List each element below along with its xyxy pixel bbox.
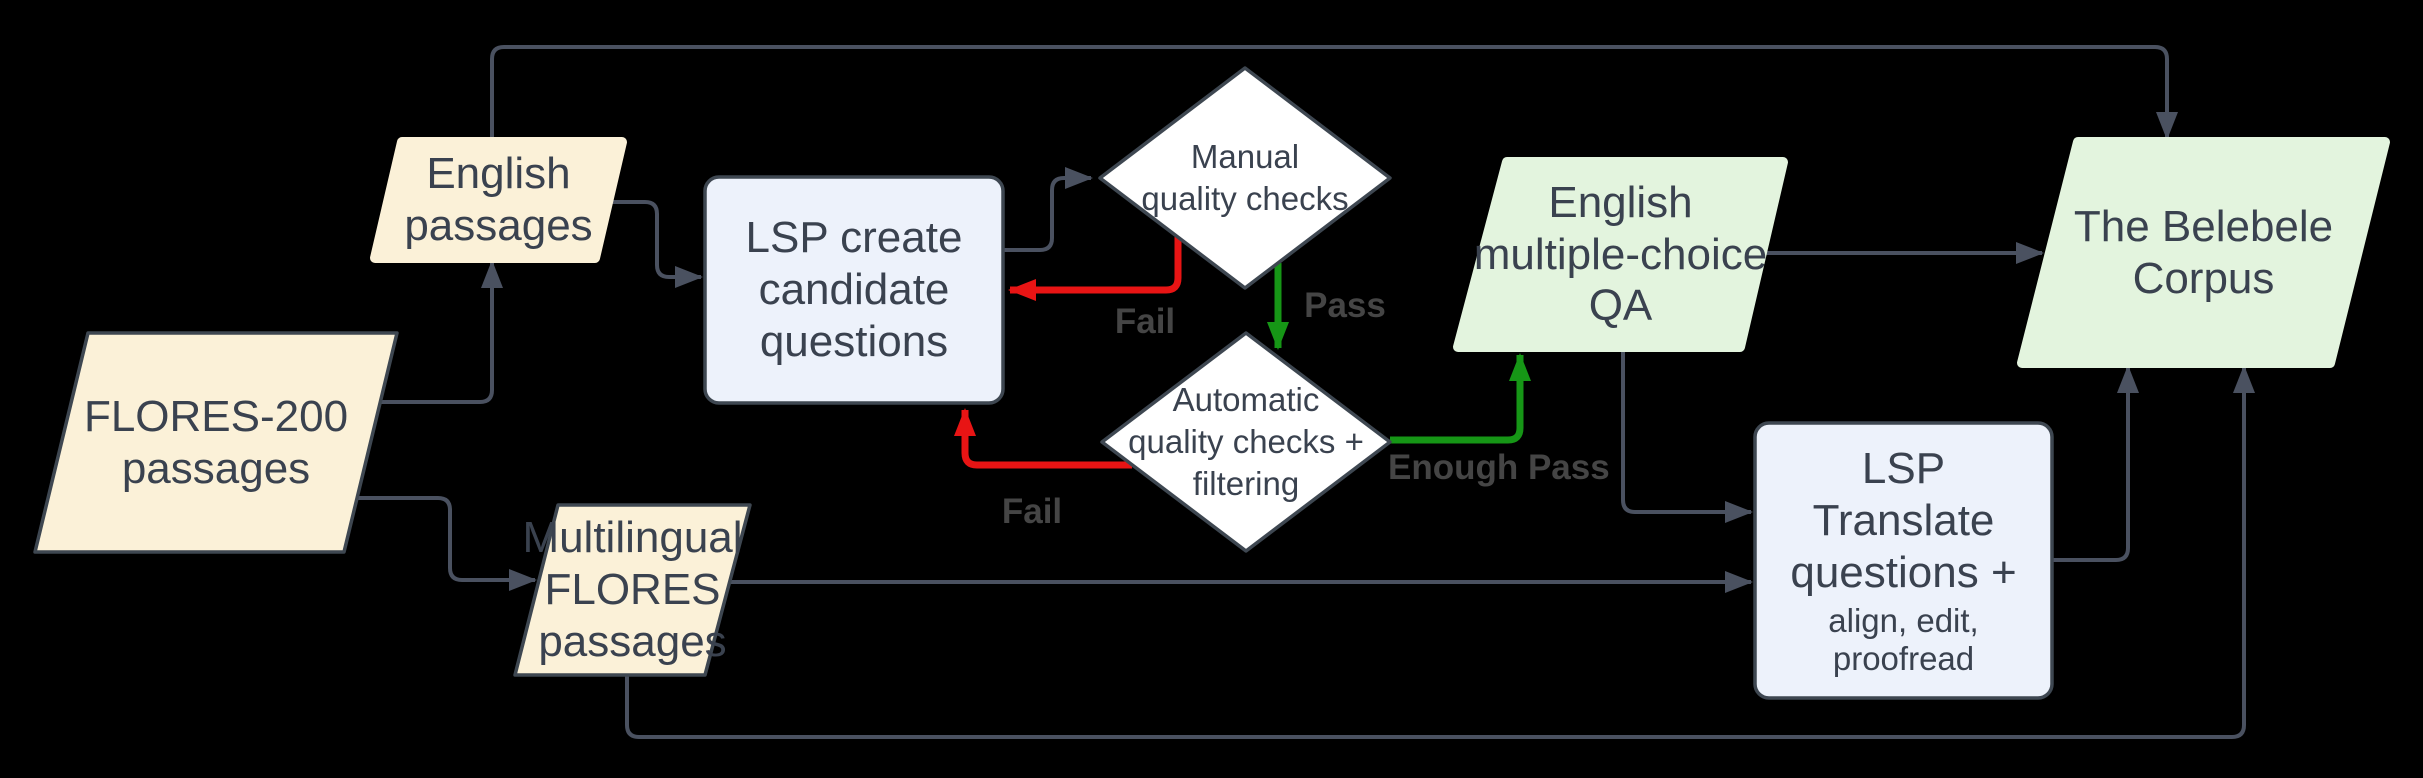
- edge-multilingual-to-belebele-bottom: [625, 365, 2255, 739]
- english-passages-shape: [370, 137, 627, 263]
- lsp-translate-shape: [1753, 421, 2054, 700]
- flores200-shape: [33, 331, 399, 554]
- edge-lsp-translate-to-belebele: [2052, 365, 2139, 562]
- edge-lsp-create-to-manual-checks: [1003, 167, 1093, 252]
- manual-checks-shape: [1098, 66, 1392, 290]
- belebele-shape: [2017, 137, 2390, 368]
- multilingual-flores-shape: [513, 503, 752, 677]
- edge-english-passages-to-lsp-create: [608, 200, 703, 288]
- edge-enough-pass-to-english-qa: [1390, 353, 1531, 444]
- edge-manual-fail-to-lsp-create: [1008, 237, 1182, 301]
- edge-english-passages-to-belebele-top: [490, 45, 2178, 142]
- edge-english-qa-to-lsp-translate: [1621, 347, 1753, 523]
- auto-checks-shape: [1100, 331, 1392, 553]
- edge-flores200-to-english-passages: [380, 260, 503, 404]
- lsp-create-shape: [703, 175, 1005, 405]
- edge-auto-fail-to-lsp-create: [954, 408, 1132, 469]
- english-qa-shape: [1453, 157, 1788, 352]
- edge-flores200-to-multilingual: [357, 496, 537, 591]
